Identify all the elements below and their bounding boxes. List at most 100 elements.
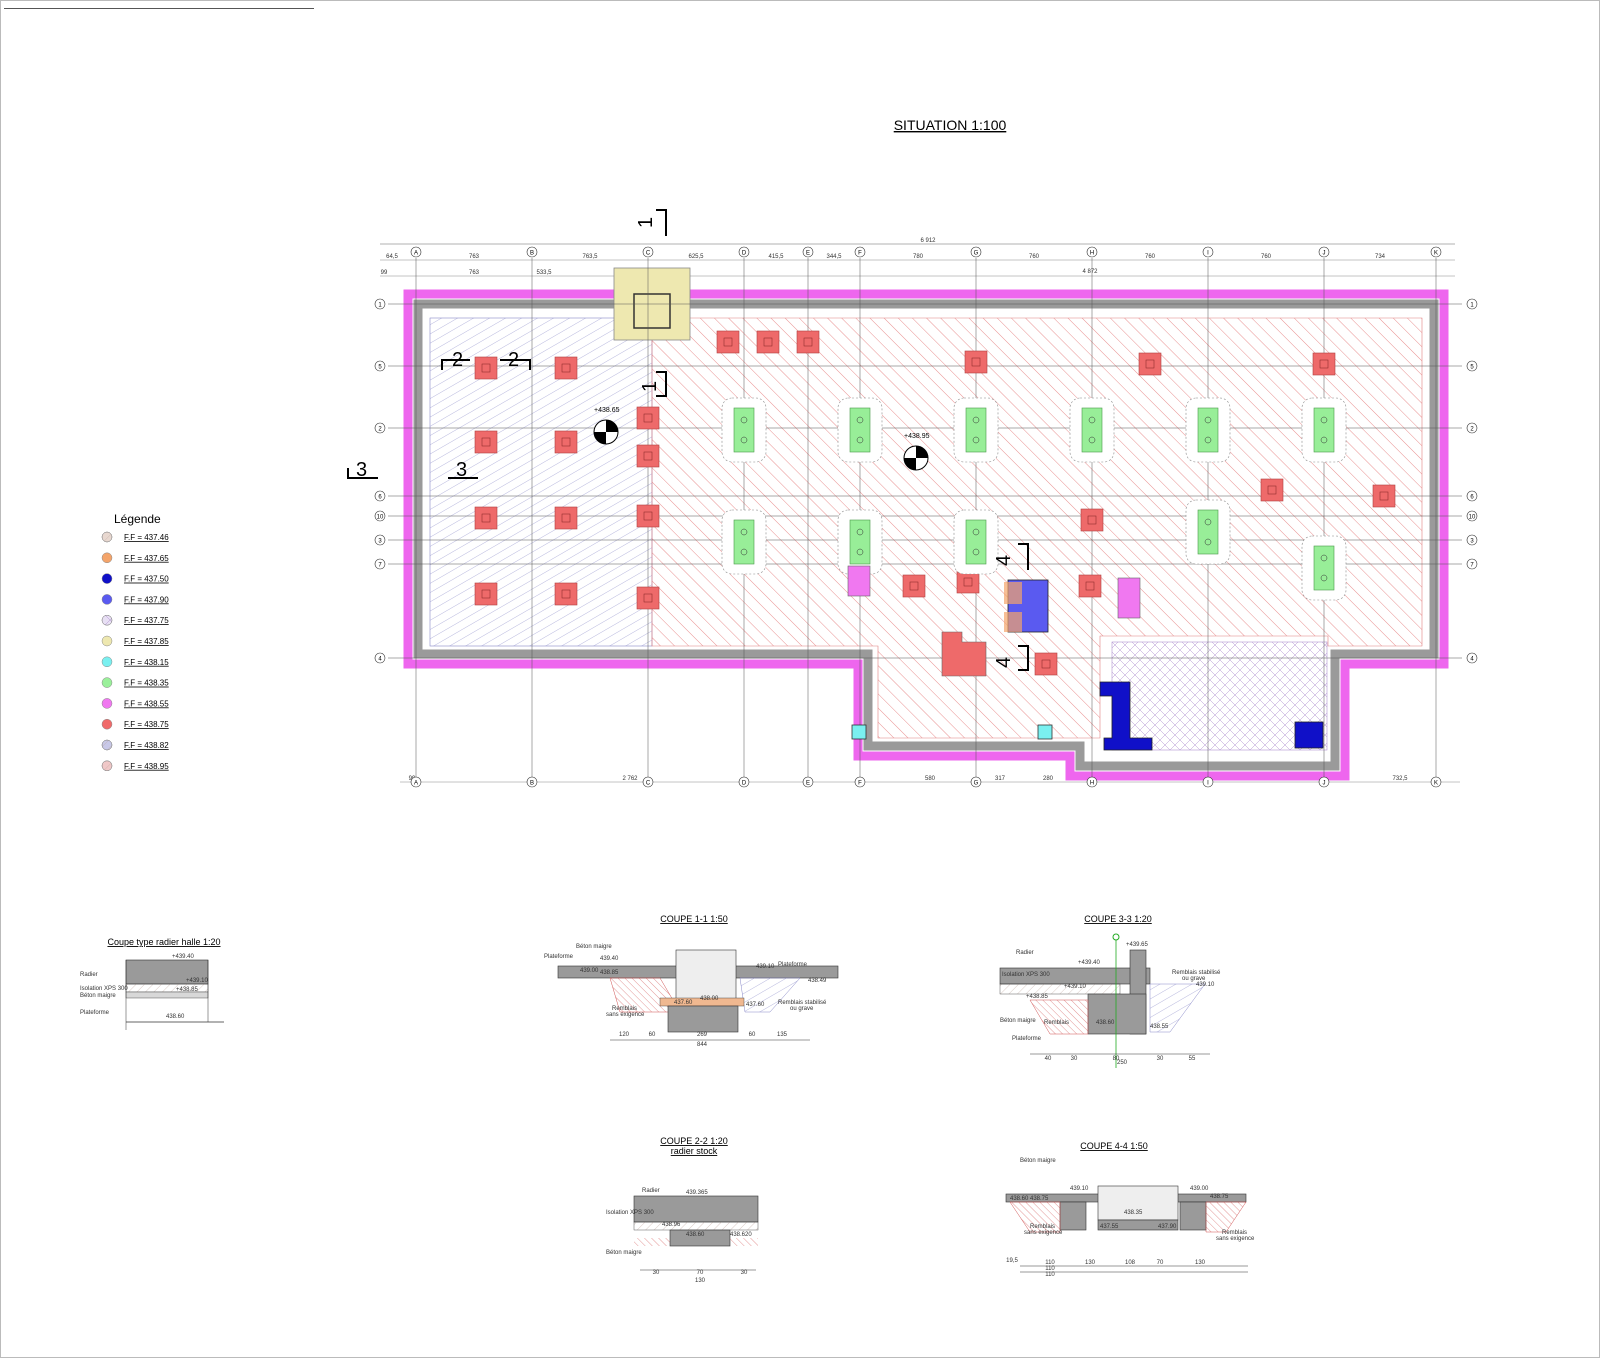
sec1-level-1: 439.00 [580,968,599,974]
grid-bubble-row-1: 1 [1466,298,1478,310]
sec3-level-2: 438.60 [686,1232,705,1238]
legend-label: F.F = 438.82 [124,741,169,750]
legend-item: F.F = 437.85 [101,635,169,647]
grid-bubble-row-1: 1 [374,298,386,310]
red-pad [902,574,926,598]
red-pad [554,582,578,606]
section-dimension: 60 [649,1032,656,1038]
elevation-label-2: +438.95 [904,433,930,440]
legend-swatch [101,656,113,668]
red-pad [716,330,740,354]
green-pad [1185,499,1231,565]
section-dimension: 130 [1085,1260,1096,1266]
legend-item: F.F = 437.50 [101,573,169,584]
section-dimension: 135 [777,1032,788,1038]
sec3-level-1: 438.96 [662,1222,681,1228]
grid-bubble-col-g: G [970,246,982,258]
sec4-level-6: 439.00 [1190,1186,1209,1192]
dimension-label: 760 [1029,254,1040,260]
green-pad [721,397,767,463]
overall-dimension: 6 912 [920,238,936,244]
grid-bubble-col-a: A [410,246,422,258]
grid-col-label: K [1434,251,1438,257]
grid-col-label-bottom: D [742,781,747,787]
section-subtitle-3: radier stock [671,1146,718,1156]
sec2-level-6: 438.55 [1150,1024,1169,1030]
red-pad [474,582,498,606]
legend-swatch [101,614,113,626]
legend-label: F.F = 437.65 [124,554,169,563]
dimension-label: 760 [1145,254,1156,260]
grid-bubble-bottom-b: B [526,776,538,788]
legend-swatch [101,531,113,543]
lilac-zone [1111,641,1328,751]
grid-col-label-bottom: K [1434,781,1438,787]
grid-col-label-bottom: B [530,781,534,787]
legend-swatch [101,718,113,730]
dimension-label: 415,5 [768,254,784,260]
section-coupe-4-4: COUPE 4-4 1:50 Béton maigre Remblais san… [1005,1141,1255,1278]
legend-label: F.F = 438.35 [124,679,169,688]
legend-swatch [101,698,113,709]
grid-bubble-row-6: 6 [1466,490,1478,502]
pink-border-band [403,289,1449,781]
sec4-label-0: Béton maigre [1020,1158,1056,1164]
sec4-level-5: 437.90 [1158,1224,1177,1230]
grid-bubble-row-4: 4 [1466,652,1478,664]
red-pad [636,406,660,430]
grid-row-label: 4 [378,657,382,663]
sec4-level-4: 437.55 [1100,1224,1119,1230]
legend-item: F.F = 437.65 [101,552,169,564]
svg-text:4: 4 [993,555,1015,566]
sec1-level-2: 438.85 [600,970,619,976]
legend-item: F.F = 437.46 [101,531,169,543]
grid-bubble-bottom-e: E [802,776,814,788]
title-block-rule [4,8,314,9]
svg-text:1: 1 [639,381,661,392]
dimension-label: 763,5 [582,254,598,260]
red-pad [636,586,660,610]
grid-bubble-col-k: K [1430,246,1442,258]
sec4-level-7: 438.75 [1210,1194,1229,1200]
grid-col-label-bottom: A [414,781,418,787]
grid-bubble-col-b: B [526,246,538,258]
grid-bubble-row-3: 3 [1466,534,1478,546]
sec0-label-1: Isolation XPS 300 [80,986,128,992]
section-title-1: COUPE 1-1 1:50 [660,914,728,924]
sec2-label-0: Radier [1016,950,1034,956]
sec2-level-3: +438.85 [1026,994,1049,1000]
legend-item: F.F = 438.35 [101,677,169,688]
green-pad [1301,397,1347,463]
grid-row-label: 4 [1470,657,1474,663]
dimension-label: 280 [1043,776,1054,782]
sec1-level-6: 438.00 [700,996,719,1002]
sec2-label-6: ou grave [1182,976,1206,982]
legend-item: F.F = 437.90 [101,594,169,605]
red-pad [636,444,660,468]
legend-swatch [101,760,113,772]
sec4-level-1: 438.75 [1030,1196,1049,1202]
section-dimension: 108 [1125,1260,1136,1266]
inner-dimension: 4 872 [1082,269,1098,275]
grid-col-label: D [742,251,747,257]
grid-bubble-row-10: 10 [374,510,386,522]
section-dimension: 60 [749,1032,756,1038]
sec3-level-3: 438.620 [730,1232,752,1238]
sec1-level-0: 439.40 [600,956,619,962]
grid-bubble-col-c: C [642,246,654,258]
svg-text:3: 3 [356,459,367,481]
svg-text:1: 1 [635,217,657,228]
grid-row-label: 10 [1469,515,1476,521]
red-pad [956,570,980,594]
red-pad [756,330,780,354]
sec3-level-0: 439.365 [686,1190,708,1196]
grid-bubble-col-d: D [738,246,750,258]
sec2-level-1: +439.40 [1078,960,1101,966]
legend-item: F.F = 438.55 [101,698,169,709]
blue-trench [1099,681,1153,751]
legend-item: F.F = 438.95 [101,760,169,772]
